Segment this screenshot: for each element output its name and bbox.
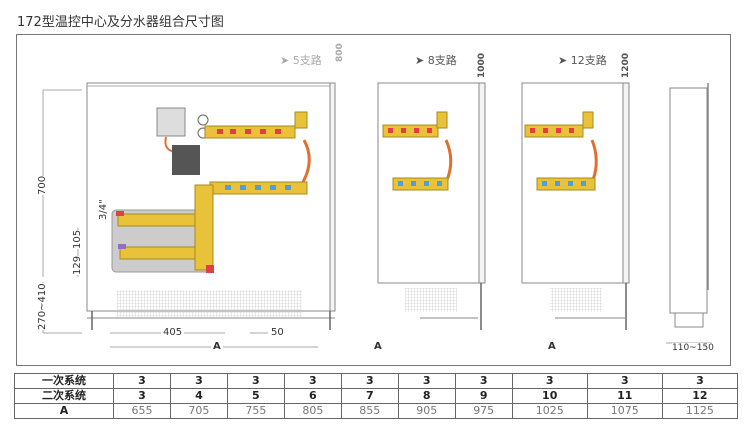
height-1200: 1200 bbox=[621, 52, 631, 78]
cell: 1075 bbox=[586, 403, 663, 419]
drawing-frame bbox=[16, 34, 731, 366]
row-header: A bbox=[14, 403, 114, 419]
table-row: A 655 705 755 805 855 905 975 1025 1075 … bbox=[14, 403, 739, 419]
height-800: 800 bbox=[335, 43, 345, 62]
cell: 3 bbox=[397, 373, 456, 389]
cell: 3 bbox=[226, 373, 285, 389]
cell: 6 bbox=[283, 388, 342, 404]
cell: 8 bbox=[397, 388, 456, 404]
control-box bbox=[156, 107, 186, 137]
side-view bbox=[666, 83, 712, 344]
dim-A-2: A bbox=[374, 341, 382, 352]
dim-A-3: A bbox=[548, 341, 556, 352]
cell: 3 bbox=[454, 373, 513, 389]
cabinet-8-branch bbox=[377, 82, 486, 330]
dimension-drawing bbox=[42, 82, 712, 348]
variant-label-12: ➤ 12支路 bbox=[558, 54, 607, 67]
cell: 3 bbox=[283, 373, 342, 389]
ventilation-grille bbox=[117, 290, 302, 317]
row-header: 一次系统 bbox=[14, 373, 114, 389]
cell: 11 bbox=[586, 388, 663, 404]
pressure-gauge-icon bbox=[197, 114, 209, 126]
cell: 9 bbox=[454, 388, 513, 404]
page-title: 172型温控中心及分水器组合尺寸图 bbox=[17, 15, 224, 30]
cell: 905 bbox=[397, 403, 456, 419]
cell: 3 bbox=[169, 373, 228, 389]
cell: 3 bbox=[661, 373, 739, 389]
spec-table: 一次系统 3 3 3 3 3 3 3 3 3 3 二次系统 3 4 5 6 7 … bbox=[14, 373, 739, 419]
dim-A-1: A bbox=[211, 341, 223, 352]
table-row: 二次系统 3 4 5 6 7 8 9 10 11 12 bbox=[14, 388, 739, 404]
row-header: 二次系统 bbox=[14, 388, 114, 404]
cabinet-12-branch bbox=[521, 82, 630, 330]
cell: 1125 bbox=[661, 403, 739, 419]
cell: 975 bbox=[454, 403, 513, 419]
cell: 705 bbox=[169, 403, 228, 419]
cell: 12 bbox=[661, 388, 739, 404]
dim-105: 105 bbox=[72, 229, 83, 249]
cell: 3 bbox=[340, 373, 399, 389]
cell: 10 bbox=[511, 388, 588, 404]
variant-label-5: ➤ 5支路 bbox=[280, 54, 322, 67]
cell: 3 bbox=[586, 373, 663, 389]
cell: 3 bbox=[113, 388, 171, 404]
cell: 855 bbox=[340, 403, 399, 419]
cell: 7 bbox=[340, 388, 399, 404]
dim-base-height: 270~410 bbox=[37, 283, 48, 330]
dim-depth: 110~150 bbox=[672, 343, 714, 353]
dim-129: 129 bbox=[72, 255, 83, 275]
cell: 4 bbox=[169, 388, 228, 404]
height-1000: 1000 bbox=[477, 52, 487, 78]
dim-700: 700 bbox=[37, 175, 48, 195]
cell: 3 bbox=[113, 373, 171, 389]
pump bbox=[172, 145, 200, 175]
cell: 805 bbox=[283, 403, 342, 419]
dim-pipe-size: 3/4" bbox=[98, 199, 109, 220]
cell: 1025 bbox=[511, 403, 588, 419]
manifold-assembly-5 bbox=[111, 107, 311, 273]
cell: 5 bbox=[226, 388, 285, 404]
variant-label-8: ➤ 8支路 bbox=[415, 54, 457, 67]
cell: 655 bbox=[113, 403, 171, 419]
table-row: 一次系统 3 3 3 3 3 3 3 3 3 3 bbox=[14, 373, 739, 389]
cell: 3 bbox=[511, 373, 588, 389]
dim-405: 405 bbox=[161, 327, 185, 338]
dim-50: 50 bbox=[271, 327, 284, 338]
cell: 755 bbox=[226, 403, 285, 419]
